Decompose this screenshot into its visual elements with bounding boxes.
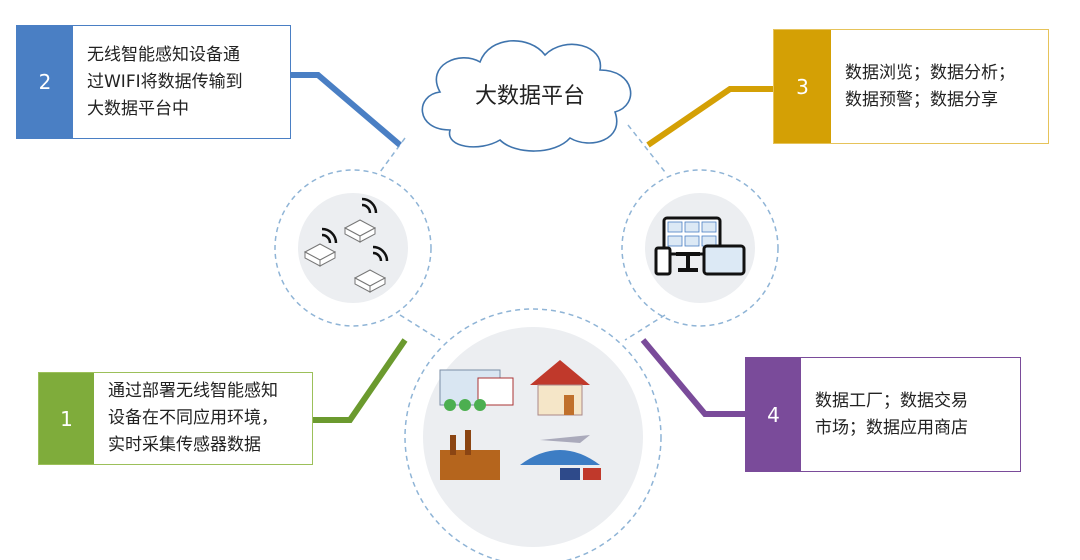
step-1-text: 通过部署无线智能感知 设备在不同应用环境， 实时采集传感器数据 bbox=[108, 381, 278, 455]
step-3-number: 3 bbox=[774, 30, 831, 143]
step-1-box: 1 通过部署无线智能感知 设备在不同应用环境， 实时采集传感器数据 bbox=[38, 372, 313, 465]
multi-device-display-icon bbox=[654, 216, 746, 276]
step-4-number: 4 bbox=[746, 358, 801, 471]
connector-2 bbox=[290, 72, 402, 148]
step-2-number: 2 bbox=[17, 26, 73, 138]
sensor-circle-outline bbox=[274, 169, 432, 327]
wireless-sensor-icon bbox=[303, 219, 387, 293]
application-circle-outline bbox=[404, 308, 662, 560]
connector-1 bbox=[312, 338, 408, 423]
step-4-box: 4 数据工厂；数据交易 市场；数据应用商店 bbox=[745, 357, 1021, 472]
cloud-icon bbox=[421, 40, 632, 152]
step-2-box: 2 无线智能感知设备通 过WIFI将数据传输到 大数据平台中 bbox=[16, 25, 291, 139]
display-circle-outline bbox=[621, 169, 779, 327]
big-data-platform-label: 大数据平台 bbox=[474, 84, 585, 109]
step-3-text: 数据浏览；数据分析； 数据预警；数据分享 bbox=[845, 62, 1015, 110]
step-2-text: 无线智能感知设备通 过WIFI将数据传输到 大数据平台中 bbox=[87, 44, 243, 119]
step-3-box: 3 数据浏览；数据分析； 数据预警；数据分享 bbox=[773, 29, 1049, 144]
connector-4 bbox=[640, 338, 745, 417]
step-4-text: 数据工厂；数据交易 市场；数据应用商店 bbox=[815, 390, 968, 438]
application-scenes-icon bbox=[439, 360, 601, 480]
connector-3 bbox=[646, 86, 773, 148]
step-1-number: 1 bbox=[39, 373, 94, 464]
